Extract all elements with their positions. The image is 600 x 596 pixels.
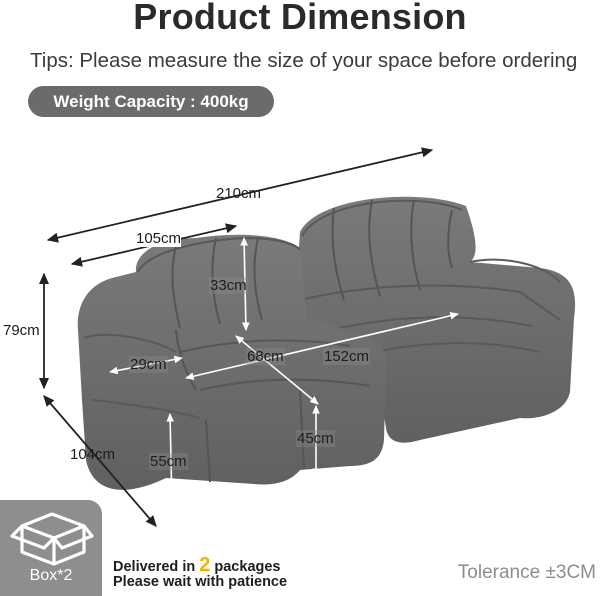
package-panel bbox=[0, 500, 102, 596]
arrow-arm-height bbox=[166, 413, 176, 507]
arrow-inner-width bbox=[185, 312, 459, 380]
label-back-cushion: 33cm bbox=[209, 277, 248, 294]
label-total-length: 210cm bbox=[216, 185, 262, 202]
wait-note: Please wait with patience bbox=[113, 574, 288, 590]
label-arm-width: 29cm bbox=[129, 356, 168, 373]
label-seat-depth: 68cm bbox=[246, 348, 285, 365]
label-seat-height: 45cm bbox=[296, 430, 335, 447]
label-seat-width: 105cm bbox=[136, 230, 182, 247]
box-icon bbox=[10, 512, 94, 566]
tolerance-note: Tolerance ±3CM bbox=[457, 562, 596, 583]
delivery-line: Delivered in 2 packages bbox=[113, 555, 287, 575]
package-count: 2 bbox=[199, 554, 211, 576]
delivery-note: Delivered in 2 packages Please wait with… bbox=[113, 555, 288, 590]
label-height: 79cm bbox=[3, 322, 40, 339]
delivered-prefix: Delivered in bbox=[113, 559, 196, 575]
label-depth: 104cm bbox=[70, 446, 116, 463]
arrow-arm-width bbox=[109, 355, 183, 375]
box-count-label: Box*2 bbox=[29, 567, 73, 584]
weight-capacity-badge: Weight Capacity : 400kg bbox=[28, 86, 274, 117]
page-title: Product Dimension bbox=[133, 0, 467, 37]
label-arm-height: 55cm bbox=[149, 453, 188, 470]
delivered-suffix: packages bbox=[214, 559, 281, 575]
label-inner-width: 152cm bbox=[323, 348, 371, 365]
arrow-depth bbox=[43, 395, 157, 527]
tips-text: Tips: Please measure the size of your sp… bbox=[30, 49, 578, 72]
